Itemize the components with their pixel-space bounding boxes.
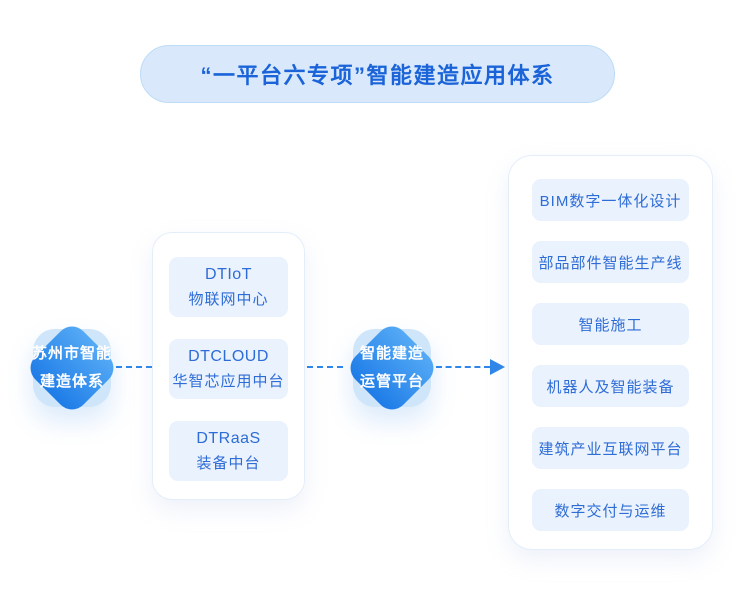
node-label-line2: 建造体系 bbox=[39, 373, 104, 390]
page-title: “一平台六专项”智能建造应用体系 bbox=[200, 63, 555, 88]
application-group: BIM数字一体化设计 部品部件智能生产线 智能施工 机器人及智能装备 建筑产业互… bbox=[508, 155, 713, 550]
title-banner: “一平台六专项”智能建造应用体系 bbox=[140, 45, 615, 103]
node-label: 智能建造 运管平台 bbox=[344, 320, 440, 416]
node-suzhou-system: 苏州市智能 建造体系 bbox=[23, 319, 121, 417]
connector-platform-to-operation bbox=[307, 366, 343, 368]
platform-item-en: DTCLOUD bbox=[188, 347, 269, 365]
platform-group: DTIoT 物联网中心 DTCLOUD 华智芯应用中台 DTRaaS 装备中台 bbox=[152, 232, 305, 500]
arrow-right-icon bbox=[490, 359, 505, 375]
platform-item-zh: 华智芯应用中台 bbox=[172, 372, 285, 390]
application-item-robots-equipment: 机器人及智能装备 bbox=[532, 365, 689, 407]
node-label: 苏州市智能 建造体系 bbox=[24, 320, 120, 416]
platform-item-dtiot: DTIoT 物联网中心 bbox=[169, 257, 288, 317]
application-item-bim-design: BIM数字一体化设计 bbox=[532, 179, 689, 221]
application-item-production-line: 部品部件智能生产线 bbox=[532, 241, 689, 283]
platform-item-en: DTRaaS bbox=[196, 429, 261, 447]
application-item-digital-delivery: 数字交付与运维 bbox=[532, 489, 689, 531]
node-label-line1: 智能建造 bbox=[359, 345, 424, 362]
connector-operation-to-applications bbox=[436, 366, 490, 368]
platform-item-dtraas: DTRaaS 装备中台 bbox=[169, 421, 288, 481]
application-item-industry-internet: 建筑产业互联网平台 bbox=[532, 427, 689, 469]
platform-item-en: DTIoT bbox=[205, 265, 252, 283]
node-label-line1: 苏州市智能 bbox=[31, 345, 112, 362]
node-label-line2: 运管平台 bbox=[359, 373, 424, 390]
node-operation-platform: 智能建造 运管平台 bbox=[343, 319, 441, 417]
platform-item-dtcloud: DTCLOUD 华智芯应用中台 bbox=[169, 339, 288, 399]
application-item-smart-construction: 智能施工 bbox=[532, 303, 689, 345]
connector-left-to-platform bbox=[116, 366, 152, 368]
platform-item-zh: 物联网中心 bbox=[188, 290, 269, 308]
platform-item-zh: 装备中台 bbox=[196, 454, 261, 472]
